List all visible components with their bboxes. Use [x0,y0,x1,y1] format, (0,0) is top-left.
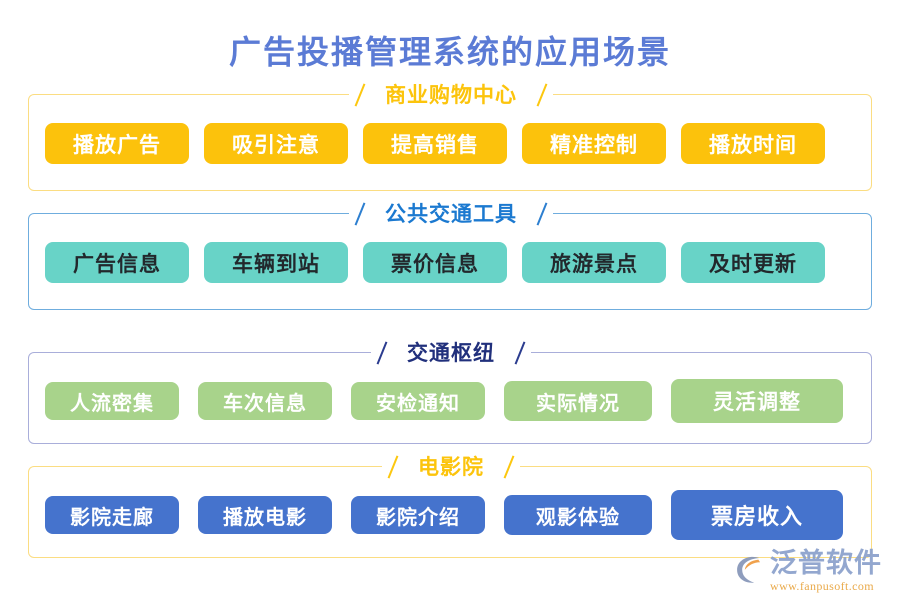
slash-left-icon [353,82,367,108]
section-transport-hub: 交通枢纽 人流密集 车次信息 安检通知 实际情况 灵活调整 [28,338,873,444]
chip-item[interactable]: 车次信息 [198,382,332,420]
chip-item[interactable]: 广告信息 [45,242,189,283]
chip-item[interactable]: 精准控制 [522,123,666,164]
section-title: 电影院 [418,455,484,479]
chip-row: 播放广告 吸引注意 提高销售 精准控制 播放时间 [29,123,873,164]
section-commercial-shopping-center: 商业购物中心 播放广告 吸引注意 提高销售 精准控制 播放时间 [28,80,873,191]
section-header: 公共交通工具 [29,199,873,229]
chip-item[interactable]: 灵活调整 [671,379,843,423]
section-header: 电影院 [29,452,873,482]
section-header: 商业购物中心 [29,80,873,110]
slash-right-icon [513,340,527,366]
watermark-url: www.fanpusoft.com [770,579,875,593]
chip-row: 影院走廊 播放电影 影院介绍 观影体验 票房收入 [29,487,873,543]
slash-left-icon [386,454,400,480]
slash-right-icon [535,82,549,108]
section-public-transport: 公共交通工具 广告信息 车辆到站 票价信息 旅游景点 及时更新 [28,199,873,310]
chip-item[interactable]: 车辆到站 [204,242,348,283]
section-title: 商业购物中心 [385,83,517,107]
section-header: 交通枢纽 [29,338,873,368]
slash-right-icon [502,454,516,480]
slash-right-icon [535,201,549,227]
chip-item[interactable]: 票价信息 [363,242,507,283]
chip-item[interactable]: 旅游景点 [522,242,666,283]
chip-item[interactable]: 观影体验 [504,495,652,535]
section-cinema: 电影院 影院走廊 播放电影 影院介绍 观影体验 票房收入 [28,452,873,558]
page-title: 广告投播管理系统的应用场景 [228,34,671,70]
section-title: 交通枢纽 [407,341,495,365]
section-title: 公共交通工具 [385,202,517,226]
chip-item[interactable]: 播放广告 [45,123,189,164]
chip-item[interactable]: 播放时间 [681,123,825,164]
slash-left-icon [353,201,367,227]
chip-item[interactable]: 影院走廊 [45,496,179,534]
chip-item[interactable]: 及时更新 [681,242,825,283]
chip-item[interactable]: 提高销售 [363,123,507,164]
chip-item[interactable]: 实际情况 [504,381,652,421]
chip-item[interactable]: 人流密集 [45,382,179,420]
slash-left-icon [375,340,389,366]
chip-item[interactable]: 票房收入 [671,490,843,540]
chip-item[interactable]: 影院介绍 [351,496,485,534]
chip-row: 广告信息 车辆到站 票价信息 旅游景点 及时更新 [29,242,873,283]
chip-row: 人流密集 车次信息 安检通知 实际情况 灵活调整 [29,373,873,429]
chip-item[interactable]: 吸引注意 [204,123,348,164]
chip-item[interactable]: 播放电影 [198,496,332,534]
chip-item[interactable]: 安检通知 [351,382,485,420]
